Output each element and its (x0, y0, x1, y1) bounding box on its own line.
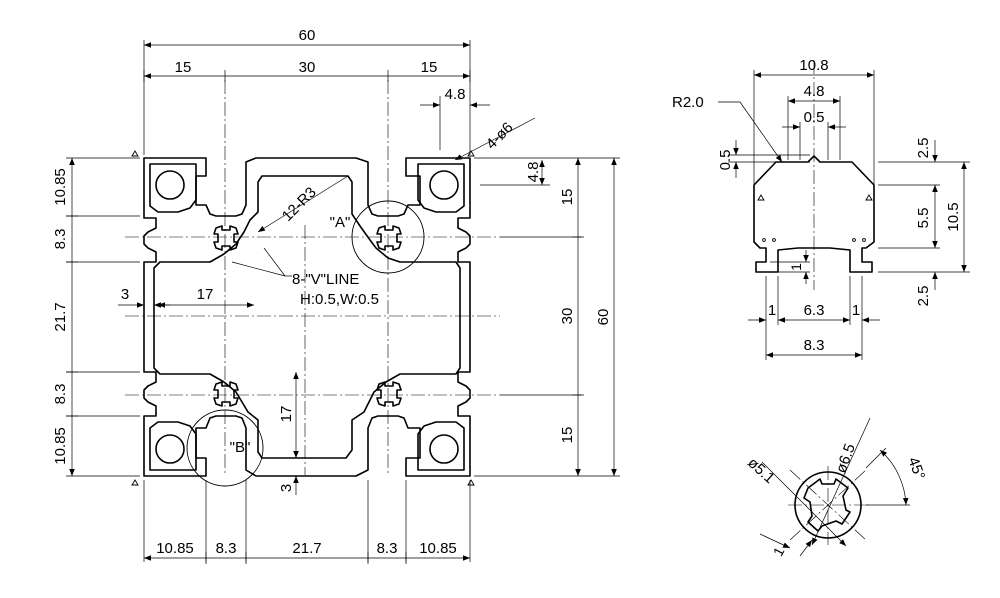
bottom-segment-label: 21.7 (292, 540, 321, 557)
inner-dim-3-h: 3 (121, 286, 129, 303)
vline-label: 8-"V"LINE (292, 271, 359, 288)
top-segment-label: 15 (175, 59, 192, 76)
slot-radius-label: R2.0 (672, 94, 704, 111)
slot-bottom-segment: 6.3 (804, 302, 825, 319)
slot-right-segment: 2.5 (915, 286, 932, 307)
slot-right-segment: 2.5 (915, 138, 932, 159)
bottom-segment-label: 8.3 (216, 540, 237, 557)
hole-outer-diameter: ø6.5 (833, 441, 859, 475)
hole-detail: ø6.5 ø5.1 45° 1 (744, 417, 928, 559)
right-segment-label: 4.8 (525, 162, 542, 183)
left-segment-label: 8.3 (52, 229, 69, 250)
overall-width-label: 60 (299, 27, 316, 44)
left-segment-label: 8.3 (52, 384, 69, 405)
slot-v-height-label: 0.5 (717, 150, 734, 171)
hole-inner-diameter: ø5.1 (744, 454, 778, 487)
right-segment-label: 15 (559, 427, 576, 444)
slot-height-label: 10.5 (945, 202, 962, 231)
slot-opening-label: 4.8 (804, 83, 825, 100)
slot-width-label: 10.8 (799, 57, 828, 74)
inner-dim-17-v: 17 (278, 406, 295, 423)
bottom-segment-label: 10.85 (419, 540, 457, 557)
right-segment-label: 15 (559, 189, 576, 206)
top-segment-label: 15 (421, 59, 438, 76)
right-segment-label: 30 (559, 308, 576, 325)
vline-spec: H:0.5,W:0.5 (300, 291, 379, 308)
hole-key-width: 1 (770, 544, 788, 559)
slot-bottom-total: 8.3 (804, 337, 825, 354)
bottom-segment-label: 8.3 (377, 540, 398, 557)
detail-a-label: "A" (330, 214, 351, 231)
outer-contour (143, 157, 471, 477)
slot-v-width-label: 0.5 (804, 109, 825, 126)
hole-angle-label: 45° (904, 455, 928, 482)
slot-bottom-segment: 1 (852, 302, 860, 319)
bottom-segment-label: 10.85 (156, 540, 194, 557)
center-cavity (153, 175, 461, 459)
top-segment-label: 30 (299, 59, 316, 76)
main-profile: 60 15 30 15 4.8 4-ø6 12-R3 "A" "B" 8-"V"… (52, 27, 620, 564)
slot-width-label: 4.8 (445, 86, 466, 103)
hole-label: 4-ø6 (483, 119, 517, 153)
inner-dim-3-v: 3 (278, 484, 295, 492)
left-segment-label: 10.85 (52, 168, 69, 206)
slot-detail: 10.8 R2.0 4.8 0.5 0.5 2.5 5.5 2.5 10.5 1… (672, 57, 970, 360)
overall-height-label: 60 (595, 309, 612, 326)
slot-lip-label: 1 (788, 263, 804, 271)
slot-bottom-segment: 1 (768, 302, 776, 319)
left-segment-label: 10.85 (52, 427, 69, 465)
inner-dim-17-h: 17 (197, 286, 214, 303)
left-segment-label: 21.7 (52, 302, 69, 331)
radius-label: 12-R3 (279, 184, 320, 225)
detail-b-label: "B" (230, 439, 251, 456)
slot-right-segment: 5.5 (915, 208, 932, 229)
